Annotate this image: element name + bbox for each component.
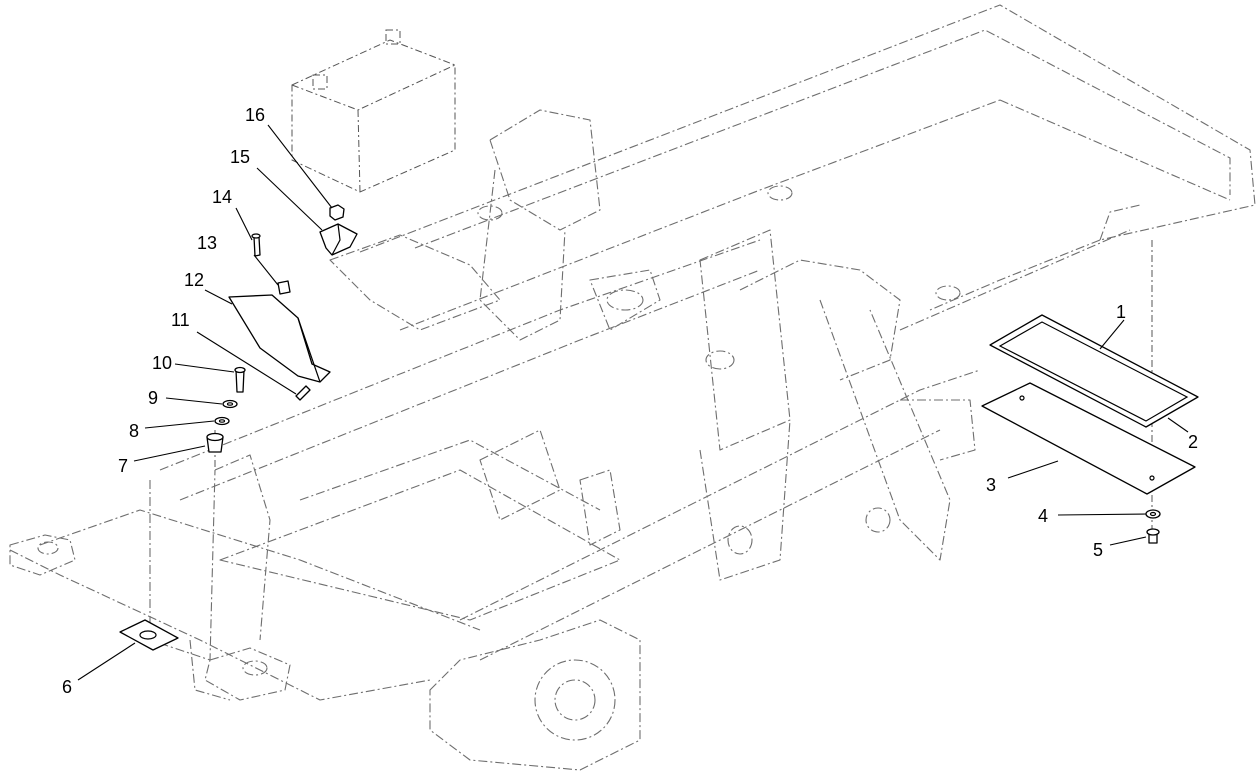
part-14-bolt xyxy=(251,233,261,257)
part-15-clamp-bracket xyxy=(319,223,358,256)
callout-8: 8 xyxy=(129,421,139,441)
callout-2: 2 xyxy=(1188,432,1198,452)
part-10-pin xyxy=(234,366,246,393)
callout-14: 14 xyxy=(212,187,232,207)
part-7-bushing xyxy=(206,432,224,453)
callout-6: 6 xyxy=(62,677,72,697)
callout-1: 1 xyxy=(1116,302,1126,322)
part-5-bolt xyxy=(1146,528,1160,544)
part-12-plate xyxy=(228,294,331,383)
callout-labels: 1 2 3 4 5 6 7 8 9 10 11 12 13 14 15 16 xyxy=(62,105,1198,697)
chassis-frame-phantom xyxy=(9,4,1256,771)
part-4-washer xyxy=(1145,509,1161,519)
callout-16: 16 xyxy=(245,105,265,125)
callout-5: 5 xyxy=(1093,540,1103,560)
callout-7: 7 xyxy=(118,456,128,476)
part-13-nut xyxy=(277,280,291,295)
part-1-seal-frame xyxy=(989,314,1199,428)
part-9-washer xyxy=(222,399,238,409)
callout-11: 11 xyxy=(171,310,190,330)
callout-3: 3 xyxy=(986,475,996,495)
callout-10: 10 xyxy=(152,353,172,373)
part-11-bolt xyxy=(295,385,311,401)
callout-13: 13 xyxy=(197,233,217,253)
callout-15: 15 xyxy=(230,147,250,167)
callout-4: 4 xyxy=(1038,506,1048,526)
part-16-nut xyxy=(329,204,345,221)
leader-lines xyxy=(77,124,1189,681)
battery-phantom xyxy=(291,29,456,193)
part-3-cover-plate xyxy=(981,382,1196,495)
part-6-flange-plate xyxy=(119,619,179,651)
callout-9: 9 xyxy=(148,388,158,408)
callout-12: 12 xyxy=(184,270,204,290)
part-8-washer xyxy=(214,416,230,426)
